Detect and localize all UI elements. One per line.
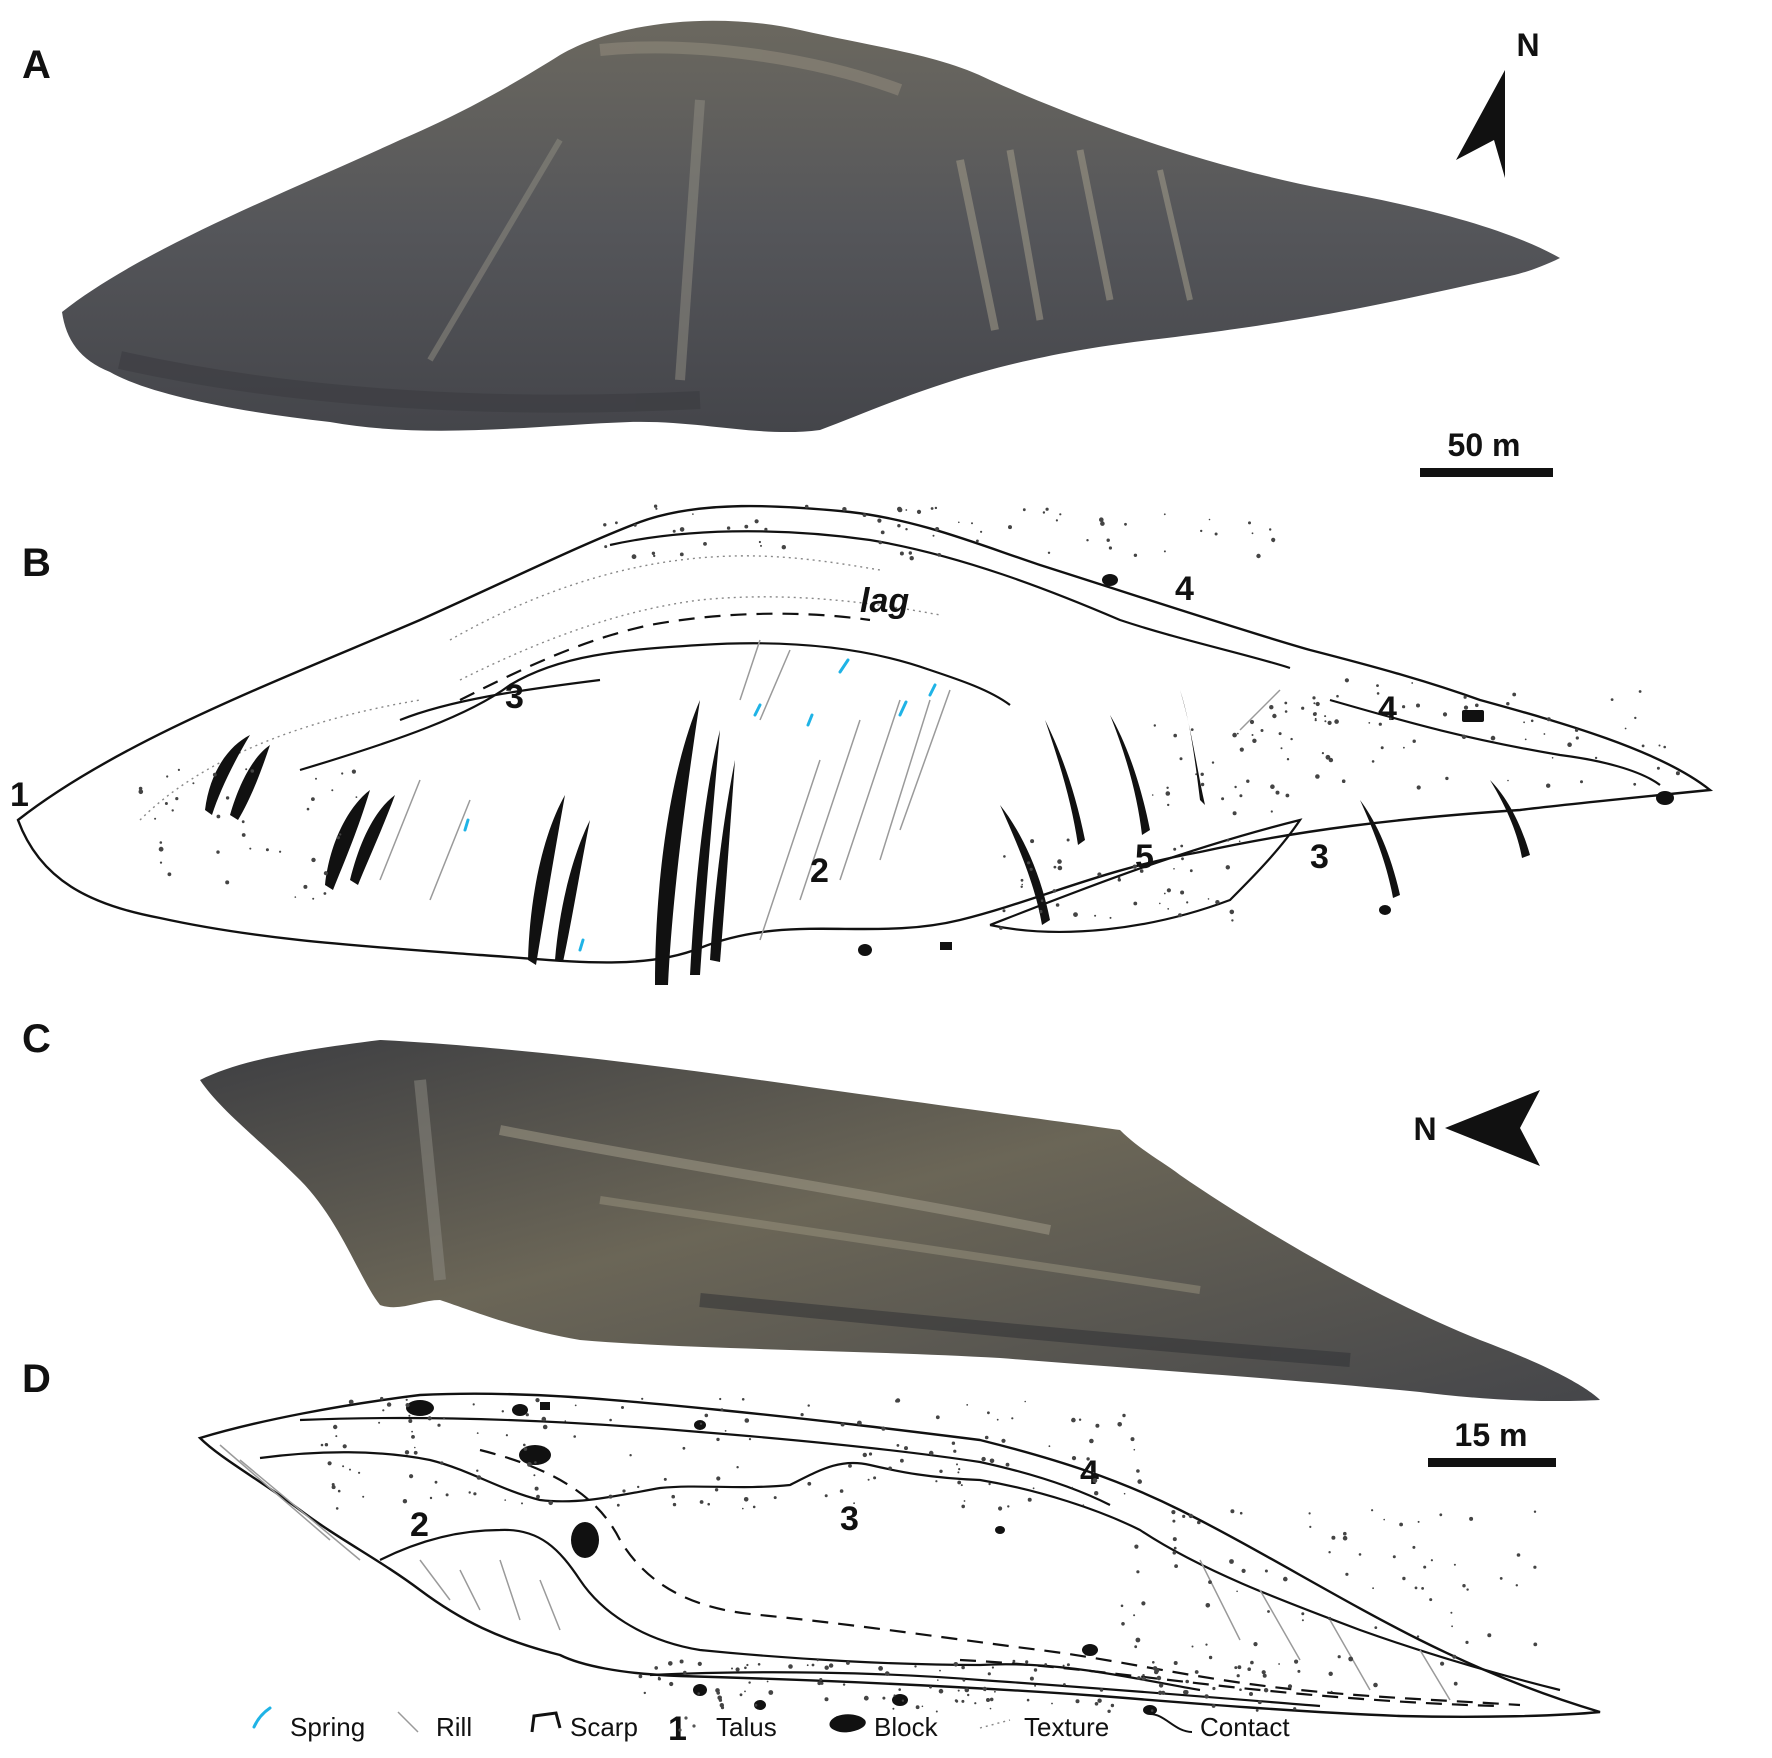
contact-lower-d (649, 1671, 1321, 1708)
svg-text:Block: Block (874, 1712, 939, 1742)
rills-b (379, 639, 1281, 941)
contact-middle-d (379, 1528, 1201, 1692)
contact-scarp-edge-b (299, 642, 1011, 772)
svg-text:Contact: Contact (1200, 1712, 1290, 1742)
unit-label-d-3: 3 (840, 1500, 859, 1538)
panel-a: A N 50 m (22, 20, 1560, 477)
legend-contact: Contact (1149, 1712, 1290, 1742)
svg-text:Texture: Texture (1024, 1712, 1109, 1742)
contact-right-b (1329, 698, 1661, 786)
block-legend-icon (829, 1714, 866, 1733)
photo-c-texture (414, 1079, 1351, 1367)
scarp-legend-icon (530, 1711, 562, 1733)
panel-letter-c: C (22, 1017, 51, 1061)
unit-label-d-2: 2 (410, 1506, 429, 1544)
unit-label-1: 1 (10, 776, 29, 814)
hill-photo-a (62, 20, 1560, 433)
svg-text:Spring: Spring (290, 1712, 365, 1742)
spring-legend-icon (252, 1706, 272, 1729)
legend: Spring Rill Scarp Talus Block Texture Co… (252, 1706, 1290, 1742)
panel-letter-b: B (22, 541, 51, 585)
north-arrow-c: N (1413, 1090, 1540, 1166)
outline-d (197, 1392, 1601, 1718)
panel-letter-a: A (22, 43, 51, 87)
north-arrow-a: N (1456, 27, 1540, 178)
unit-label-2: 2 (810, 852, 829, 890)
panel-d: D (22, 1357, 1601, 1748)
photo-a-texture (118, 41, 1193, 413)
contact-unit5-b (989, 818, 1303, 933)
unit-label-4-upper: 4 (1175, 570, 1194, 608)
scale-bar-c: 15 m (1428, 1417, 1556, 1467)
legend-talus: Talus (678, 1712, 777, 1742)
svg-text:Talus: Talus (716, 1712, 777, 1742)
legend-spring: Spring (252, 1706, 365, 1742)
rills-d (219, 1444, 1451, 1701)
scarps-b (205, 690, 1530, 985)
springs-b (463, 658, 937, 952)
talus-legend-icon (678, 1716, 696, 1732)
svg-text:50 m: 50 m (1448, 427, 1521, 463)
unit-label-3-left: 3 (505, 678, 524, 716)
legend-scarp: Scarp (530, 1711, 638, 1742)
contact-legend-icon (1149, 1713, 1193, 1733)
panel-c: C N 15 m (22, 1017, 1600, 1467)
legend-block: Block (829, 1712, 939, 1742)
contact-top-d (299, 1416, 1111, 1506)
talus-stipple (138, 504, 1680, 1714)
unit-label-4-right: 4 (1378, 690, 1397, 728)
unit-label-5: 5 (1135, 838, 1154, 876)
dashed-line-b (459, 612, 871, 701)
texture-legend-icon (979, 1719, 1011, 1729)
texture-lines-b (139, 555, 941, 821)
blocks-d (406, 1400, 1157, 1715)
dashed-line-d (479, 1448, 1521, 1707)
rill-legend-icon (397, 1711, 419, 1733)
svg-text:N: N (1516, 27, 1539, 63)
panel-letter-d: D (22, 1357, 51, 1401)
panel-b: B (10, 504, 1714, 985)
scale-bar-a: 50 m (1420, 427, 1553, 477)
unit-label-lag: lag (860, 582, 909, 620)
contact-unit3-left-b (399, 678, 601, 722)
svg-text:15 m: 15 m (1455, 1417, 1528, 1453)
legend-texture: Texture (979, 1712, 1109, 1742)
svg-text:Scarp: Scarp (570, 1712, 638, 1742)
unit-label-3-right: 3 (1310, 838, 1329, 876)
unit-label-d-1: 1 (668, 1710, 687, 1748)
legend-rill: Rill (397, 1711, 472, 1742)
outline-b (16, 504, 1714, 964)
slope-photo-c (200, 1040, 1600, 1402)
svg-text:Rill: Rill (436, 1712, 472, 1742)
dashed-line-d2 (959, 1658, 1501, 1708)
contact-upper-b (609, 530, 1291, 670)
blocks-b (858, 574, 1674, 956)
svg-text:N: N (1413, 1111, 1436, 1147)
